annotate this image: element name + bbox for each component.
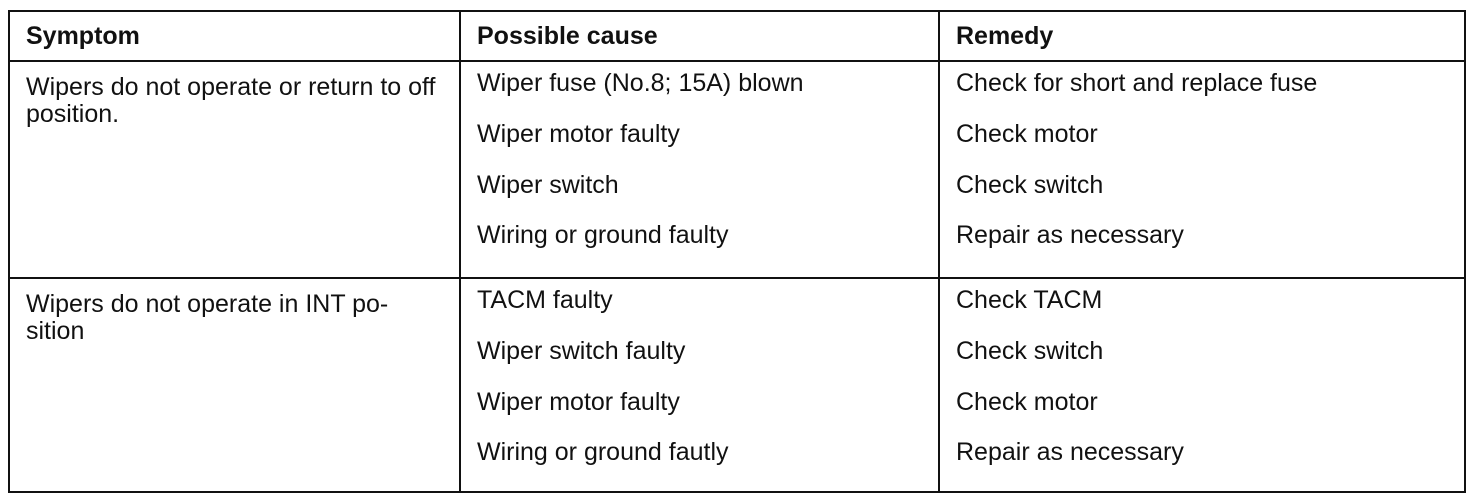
cause-item: TACM faulty [477,286,613,314]
cause-item: Wiper fuse (No.8; 15A) blown [477,69,804,97]
remedy-item: Repair as necessary [956,438,1184,467]
table-row: Wipers do not operate or return to off p… [8,60,1466,279]
symptom-text: Wipers do not operate in INT po- sition [26,290,389,345]
symptom-text: Wipers do not operate or return to off p… [26,73,436,128]
header-row: Symptom Possible cause Remedy [8,10,1466,62]
cause-item: Wiring or ground fautly [477,438,729,467]
remedy-cell: Check TACM Check switch Check motor Repa… [938,276,1466,493]
symptom-cell: Wipers do not operate or return to off p… [8,60,461,279]
header-symptom: Symptom [8,10,461,62]
cause-cell: Wiper fuse (No.8; 15A) blown Wiper motor… [459,60,940,279]
troubleshooting-table: Symptom Possible cause Remedy Wipers do … [8,10,1466,493]
cause-item: Wiper motor faulty [477,119,680,148]
cause-item: Wiring or ground faulty [477,221,729,250]
remedy-item: Check TACM [956,286,1103,314]
symptom-cell: Wipers do not operate in INT po- sition [8,276,461,493]
remedy-cell: Check for short and replace fuse Check m… [938,60,1466,279]
remedy-item: Check motor [956,387,1098,416]
table-row: Wipers do not operate in INT po- sition … [8,276,1466,493]
header-remedy: Remedy [938,10,1466,62]
header-possible-cause: Possible cause [459,10,940,62]
remedy-item: Check for short and replace fuse [956,69,1318,97]
cause-cell: TACM faulty Wiper switch faulty Wiper mo… [459,276,940,493]
remedy-item: Repair as necessary [956,221,1184,250]
remedy-item: Check motor [956,119,1098,148]
remedy-item: Check switch [956,170,1104,199]
cause-item: Wiper motor faulty [477,387,680,416]
remedy-item: Check switch [956,336,1104,365]
cause-item: Wiper switch faulty [477,336,686,365]
cause-item: Wiper switch [477,170,619,199]
